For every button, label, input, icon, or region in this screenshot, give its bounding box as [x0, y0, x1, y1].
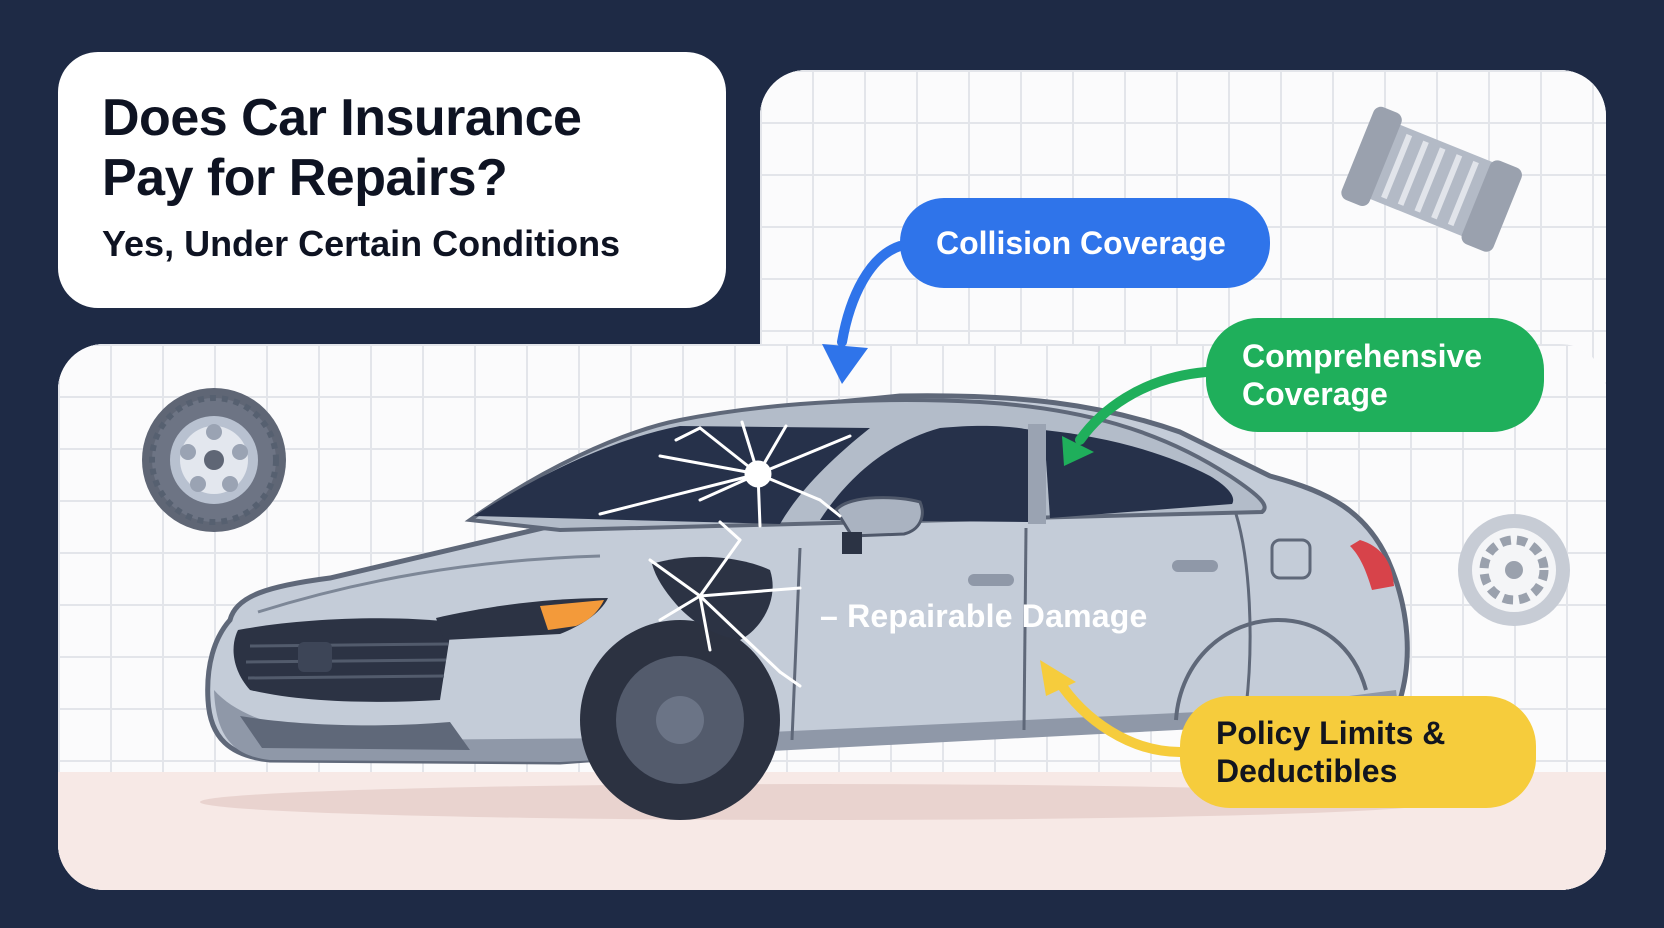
- cracked-windshield: [598, 420, 852, 528]
- collision-arrow: [822, 241, 905, 384]
- wheel-rim-icon: [1458, 514, 1570, 626]
- engine-part-icon: [1341, 106, 1522, 252]
- tire-icon: [142, 388, 286, 532]
- dent-damage: [648, 520, 802, 688]
- collision-coverage-label: Collision Coverage: [900, 198, 1270, 288]
- comprehensive-arrow: [1062, 367, 1211, 466]
- title-card: Does Car Insurance Pay for Repairs? Yes,…: [58, 52, 726, 308]
- policy-arrow: [1040, 660, 1185, 757]
- page-title: Does Car Insurance Pay for Repairs?: [102, 88, 702, 208]
- repairable-damage-label: – Repairable Damage: [820, 598, 1148, 634]
- car-shadow: [200, 784, 1440, 820]
- comprehensive-coverage-label: Comprehensive Coverage: [1206, 318, 1544, 432]
- title-line-2: Pay for Repairs?: [102, 149, 508, 207]
- title-line-1: Does Car Insurance: [102, 89, 582, 147]
- policy-limits-label: Policy Limits & Deductibles: [1180, 696, 1536, 808]
- page-subtitle: Yes, Under Certain Conditions: [102, 223, 621, 264]
